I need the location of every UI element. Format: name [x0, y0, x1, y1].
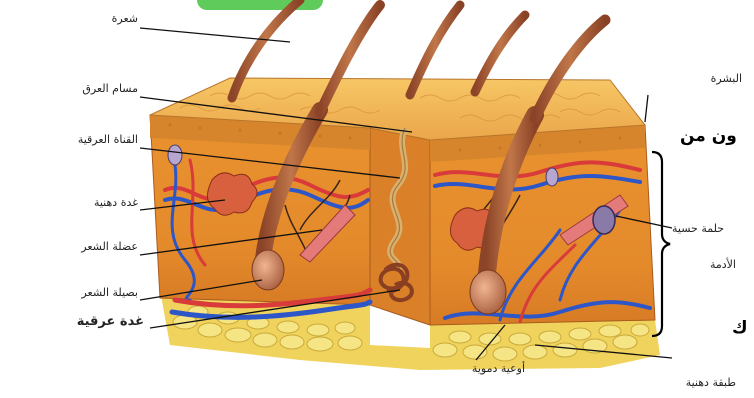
label-fat-layer: طبقة دهنية [636, 376, 736, 389]
label-sensory-corpuscle: حلمة حسية [672, 222, 754, 235]
label-blood-vessels: أوعية دموية [415, 362, 525, 375]
label-epidermis: البشرة [672, 72, 742, 85]
label-dermis: الأدمة [676, 258, 736, 271]
label-sebaceous-gland: غدة دهنية [48, 196, 138, 209]
label-hair-bulb: بصيلة الشعر [28, 286, 138, 299]
label-sweat-pore: مسام العرق [56, 82, 138, 95]
label-hair-muscle: عضلة الشعر [40, 240, 138, 253]
label-hair: شعرة [92, 12, 138, 25]
label-sweat-gland: غدة عرقية [4, 314, 144, 329]
text-fragment-bottom: ك [732, 318, 752, 338]
label-sweat-duct: القناة العرقية [36, 133, 138, 146]
text-fragment-top: ون من [680, 126, 752, 146]
